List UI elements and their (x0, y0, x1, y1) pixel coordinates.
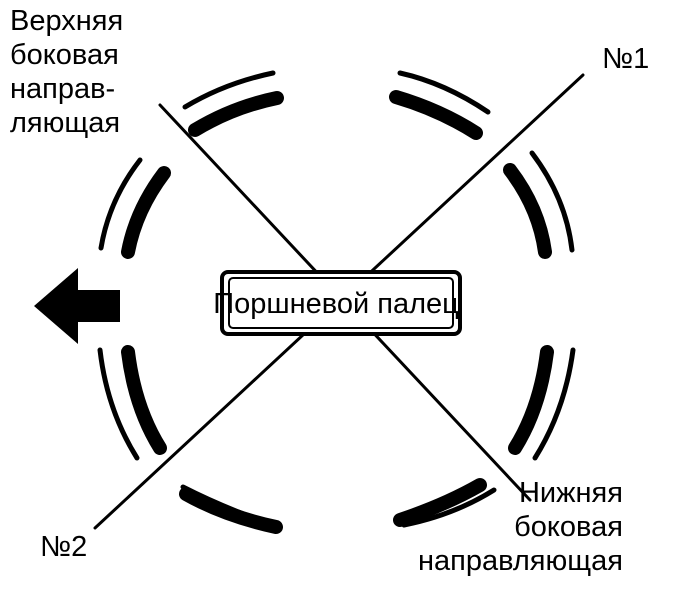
ring-segment-lower-left (97, 345, 167, 461)
upper-side-rail-label-line: Верхняя (10, 5, 124, 37)
upper-side-rail-label-line: боковая (10, 39, 119, 71)
upper-side-rail-label: Верхняя боковая направ- ляющая (10, 4, 123, 140)
ring-segment-top-right (389, 70, 491, 140)
ring-segment-upper-left (98, 157, 171, 259)
piston-pin-box-inner (228, 277, 454, 329)
lower-side-rail-label-line: Нижняя (518, 477, 623, 509)
ring-gap-n2-label: №2 (40, 531, 88, 563)
ring-segment-bottom-right (393, 478, 497, 528)
lower-side-rail-label-line: боковая (514, 511, 623, 543)
ring-gap-n1-label: №1 (602, 43, 650, 75)
lower-side-rail-label: Нижняя боковая направляющая (418, 476, 623, 578)
ring-segment-top-left (182, 70, 284, 137)
piston-pin-label: Поршневой палец (213, 288, 459, 320)
ring-segment-upper-right (503, 150, 575, 259)
arrow-left-icon (34, 268, 120, 344)
upper-side-rail-label-line: ляющая (10, 107, 121, 139)
ring-segment-lower-right (508, 345, 576, 461)
ring-segment-bottom-left (179, 484, 283, 534)
upper-side-rail-label-line: направ- (10, 73, 116, 105)
lower-side-rail-label-line: направляющая (418, 545, 623, 577)
